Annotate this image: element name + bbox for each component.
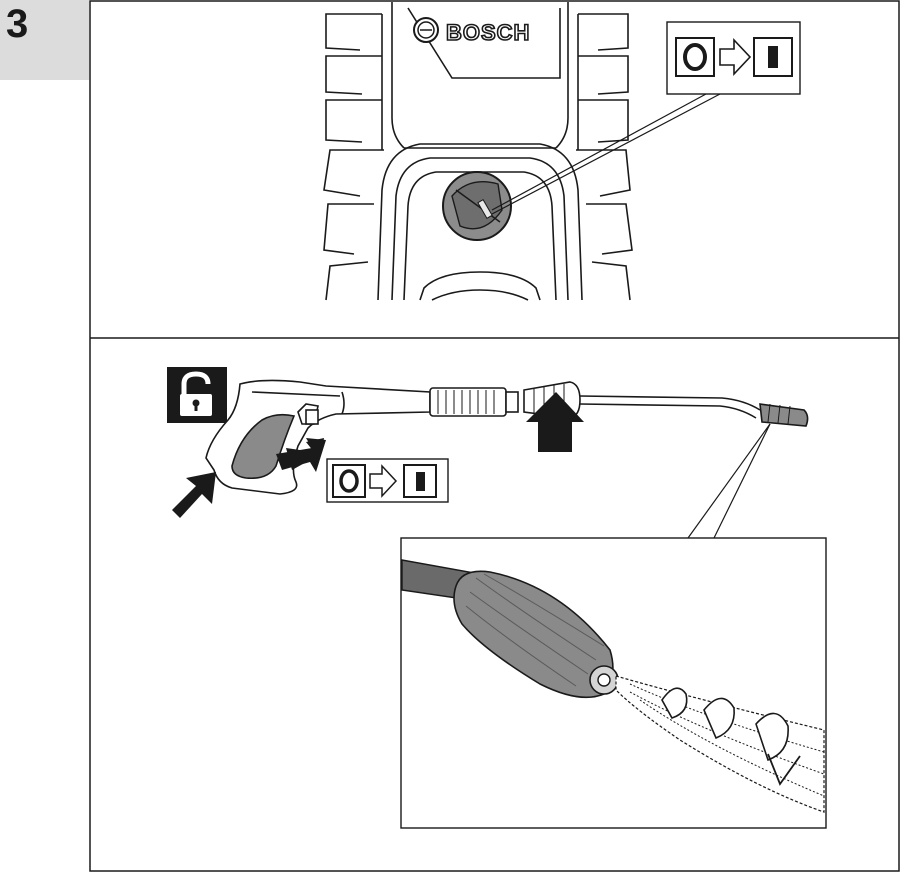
machine-front-illustration: [323, 2, 633, 301]
brand-label: BOSCH: [446, 20, 530, 45]
press-arrow-icon: [172, 438, 326, 518]
rotation-arrow-icon: [526, 392, 584, 452]
gun-switch-off-on-icon: [326, 458, 449, 503]
switch-off-on-icon: [675, 37, 793, 77]
detail-leader: [687, 423, 771, 539]
spray-gun-illustration: [205, 379, 809, 495]
outer-frame: [89, 0, 900, 872]
unlock-icon: [167, 367, 227, 423]
step-tab: 3: [0, 0, 89, 80]
switch-callout-box: [666, 21, 801, 95]
step-number: 3: [6, 2, 29, 46]
nozzle-detail-box: [400, 537, 827, 829]
on-off-knob: [442, 171, 512, 241]
bosch-logo-icon: [413, 17, 439, 43]
callout-leader: [491, 93, 721, 215]
